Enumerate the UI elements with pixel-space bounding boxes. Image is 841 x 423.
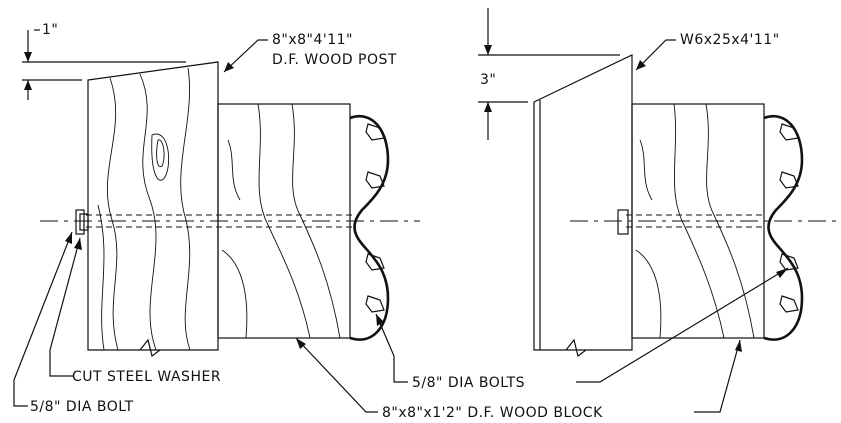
block-label: 8"x8"x1'2" D.F. WOOD BLOCK: [382, 405, 603, 421]
block-leader-right: [694, 339, 741, 413]
dim-1in-label: 1": [42, 22, 58, 38]
post-break-line: [139, 338, 161, 358]
through-bolt: [86, 214, 352, 228]
wood-post: [87, 61, 219, 351]
post-wood-grain: [97, 67, 191, 351]
block-leader-left: [295, 337, 378, 413]
steel-post-label: W6x25x4'11": [680, 32, 780, 48]
bolt-nut: [79, 213, 89, 231]
washer-leader: [49, 237, 81, 377]
dim-3in-label: 3": [480, 72, 496, 88]
post-leader: [223, 39, 268, 73]
steel-post: [533, 54, 633, 351]
dimension-3in: [478, 8, 620, 140]
w-beam-rail: [349, 115, 390, 341]
bolts-leader-left: [375, 313, 408, 383]
w-beam-rail-right: [763, 115, 804, 341]
post-size-label: 8"x8"4'11": [272, 32, 353, 48]
steel-post-break: [565, 338, 587, 358]
steel-leader: [635, 39, 676, 71]
rail-bolt-heads: [365, 123, 385, 313]
steel-post-assembly: 3" W6x25x4'11": [478, 8, 838, 358]
cut-steel-washer: [75, 209, 85, 235]
bolt-leader: [13, 231, 73, 407]
block-wood-grain: [221, 103, 341, 339]
block-right-grain: [635, 103, 755, 339]
bolt-label: 5/8" DIA BOLT: [30, 399, 134, 415]
through-bolt-right: [626, 214, 766, 228]
wood-post-assembly: 1" 8"x8"4'11" D.F. WOOD POST CUT STEEL W…: [13, 22, 420, 415]
post-type-label: D.F. WOOD POST: [272, 52, 397, 68]
bolts-label: 5/8" DIA BOLTS: [412, 375, 525, 391]
bolt-nut-right: [617, 209, 629, 235]
rail-bolt-heads-right: [779, 123, 799, 313]
washer-label: CUT STEEL WASHER: [72, 369, 221, 385]
dimension-1in: [22, 29, 186, 100]
bolts-leader-right: [576, 267, 789, 383]
